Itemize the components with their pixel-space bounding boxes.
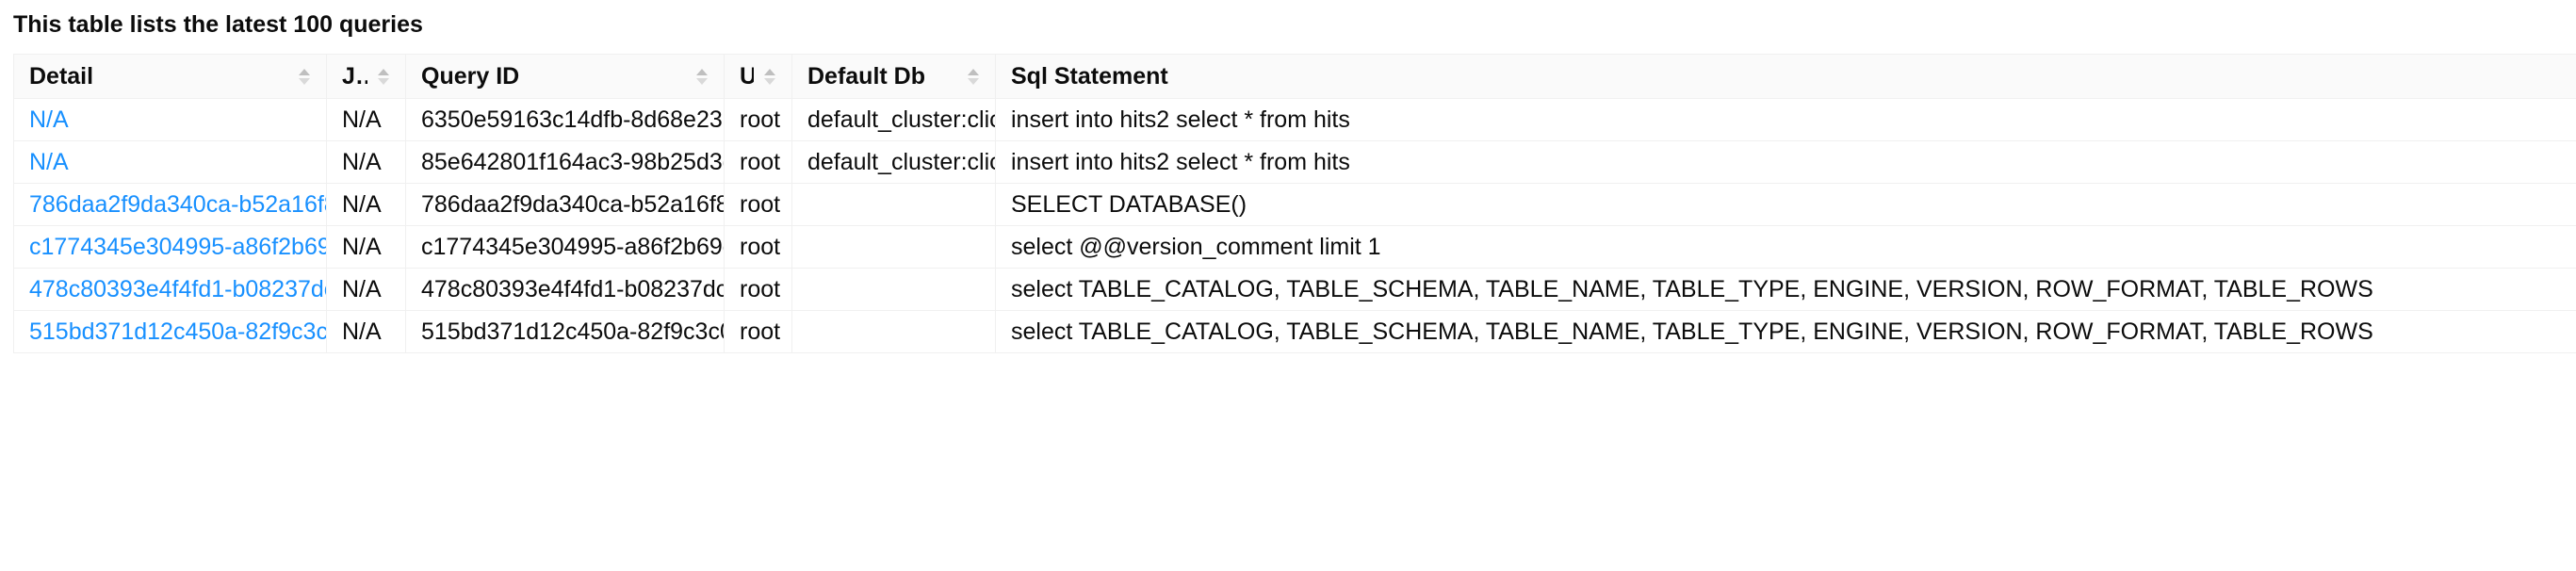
cell-sql-statement: select TABLE_CATALOG, TABLE_SCHEMA, TABL…	[995, 268, 2576, 311]
column-header-default-db-label: Default Db	[807, 62, 925, 90]
table-body: N/A N/A 6350e59163c14dfb-8d68e232258bb76…	[13, 98, 2576, 353]
column-header-query-id[interactable]: Query ID	[405, 54, 725, 99]
cell-query-id: c1774345e304995-a86f2b69c8cee1e1	[405, 225, 725, 269]
cell-detail[interactable]: 515bd371d12c450a-82f9c3c02f06bded	[13, 310, 327, 353]
cell-sql-statement: select TABLE_CATALOG, TABLE_SCHEMA, TABL…	[995, 310, 2576, 353]
cell-query-id: 786daa2f9da340ca-b52a16f89efa3fb6	[405, 183, 725, 226]
column-header-user[interactable]: User	[724, 54, 792, 99]
cell-sql-statement: insert into hits2 select * from hits	[995, 140, 2576, 184]
cell-query-id: 515bd371d12c450a-82f9c3c02f06bded	[405, 310, 725, 353]
cell-sql-statement: select @@version_comment limit 1	[995, 225, 2576, 269]
detail-link[interactable]: N/A	[29, 148, 69, 175]
column-header-user-label: User	[740, 63, 754, 90]
sort-arrows-icon[interactable]	[763, 68, 776, 85]
table-row[interactable]: N/A N/A 85e642801f164ac3-98b25d3d74626d5…	[13, 140, 2576, 184]
cell-detail[interactable]: c1774345e304995-a86f2b69c8cee1e1	[13, 225, 327, 269]
cell-job-id: N/A	[326, 310, 406, 353]
table-head: Detail Job ID Query ID	[13, 54, 2576, 99]
cell-detail[interactable]: 786daa2f9da340ca-b52a16f89efa3fb6	[13, 183, 327, 226]
column-header-sql-statement[interactable]: Sql Statement	[995, 54, 2576, 99]
detail-link[interactable]: 478c80393e4f4fd1-b08237dc1b390c52	[29, 275, 326, 302]
queries-table-container: Detail Job ID Query ID	[13, 54, 2576, 571]
table-header-row: Detail Job ID Query ID	[13, 54, 2576, 99]
sort-arrows-icon[interactable]	[298, 68, 311, 85]
cell-default-db	[791, 268, 996, 311]
cell-query-id: 6350e59163c14dfb-8d68e232258bb764	[405, 98, 725, 141]
column-header-job-id[interactable]: Job ID	[326, 54, 406, 99]
column-header-query-id-label: Query ID	[421, 62, 520, 90]
cell-default-db	[791, 310, 996, 353]
column-header-detail[interactable]: Detail	[13, 54, 327, 99]
detail-link[interactable]: 786daa2f9da340ca-b52a16f89efa3fb6	[29, 190, 326, 218]
cell-user: root	[724, 310, 792, 353]
column-header-sql-statement-label: Sql Statement	[1011, 62, 1168, 90]
queries-table: Detail Job ID Query ID	[13, 54, 2576, 353]
table-row[interactable]: N/A N/A 6350e59163c14dfb-8d68e232258bb76…	[13, 98, 2576, 141]
cell-sql-statement: insert into hits2 select * from hits	[995, 98, 2576, 141]
cell-sql-statement: SELECT DATABASE()	[995, 183, 2576, 226]
table-row[interactable]: c1774345e304995-a86f2b69c8cee1e1 N/A c17…	[13, 225, 2576, 269]
cell-query-id: 85e642801f164ac3-98b25d3d74626d59	[405, 140, 725, 184]
table-row[interactable]: 786daa2f9da340ca-b52a16f89efa3fb6 N/A 78…	[13, 183, 2576, 226]
column-header-job-id-label: Job ID	[342, 62, 367, 90]
table-row[interactable]: 478c80393e4f4fd1-b08237dc1b390c52 N/A 47…	[13, 268, 2576, 311]
cell-job-id: N/A	[326, 183, 406, 226]
sort-arrows-icon[interactable]	[377, 68, 390, 85]
cell-job-id: N/A	[326, 268, 406, 311]
column-header-default-db[interactable]: Default Db	[791, 54, 996, 99]
cell-job-id: N/A	[326, 225, 406, 269]
cell-default-db	[791, 183, 996, 226]
cell-query-id: 478c80393e4f4fd1-b08237dc1b390c52	[405, 268, 725, 311]
cell-user: root	[724, 268, 792, 311]
cell-detail[interactable]: 478c80393e4f4fd1-b08237dc1b390c52	[13, 268, 327, 311]
sort-arrows-icon[interactable]	[695, 68, 709, 85]
cell-user: root	[724, 140, 792, 184]
detail-link[interactable]: c1774345e304995-a86f2b69c8cee1e1	[29, 233, 327, 260]
cell-detail[interactable]: N/A	[13, 140, 327, 184]
page-title: This table lists the latest 100 queries	[13, 11, 423, 38]
table-row[interactable]: 515bd371d12c450a-82f9c3c02f06bded N/A 51…	[13, 310, 2576, 353]
cell-user: root	[724, 225, 792, 269]
cell-detail[interactable]: N/A	[13, 98, 327, 141]
cell-default-db: default_cluster:clickbench	[791, 140, 996, 184]
cell-user: root	[724, 98, 792, 141]
detail-link[interactable]: N/A	[29, 106, 69, 133]
detail-link[interactable]: 515bd371d12c450a-82f9c3c02f06bded	[29, 318, 327, 345]
cell-job-id: N/A	[326, 98, 406, 141]
sort-arrows-icon[interactable]	[967, 68, 980, 85]
column-header-detail-label: Detail	[29, 62, 94, 90]
cell-default-db: default_cluster:clickbench	[791, 98, 996, 141]
cell-user: root	[724, 183, 792, 226]
cell-default-db	[791, 225, 996, 269]
cell-job-id: N/A	[326, 140, 406, 184]
